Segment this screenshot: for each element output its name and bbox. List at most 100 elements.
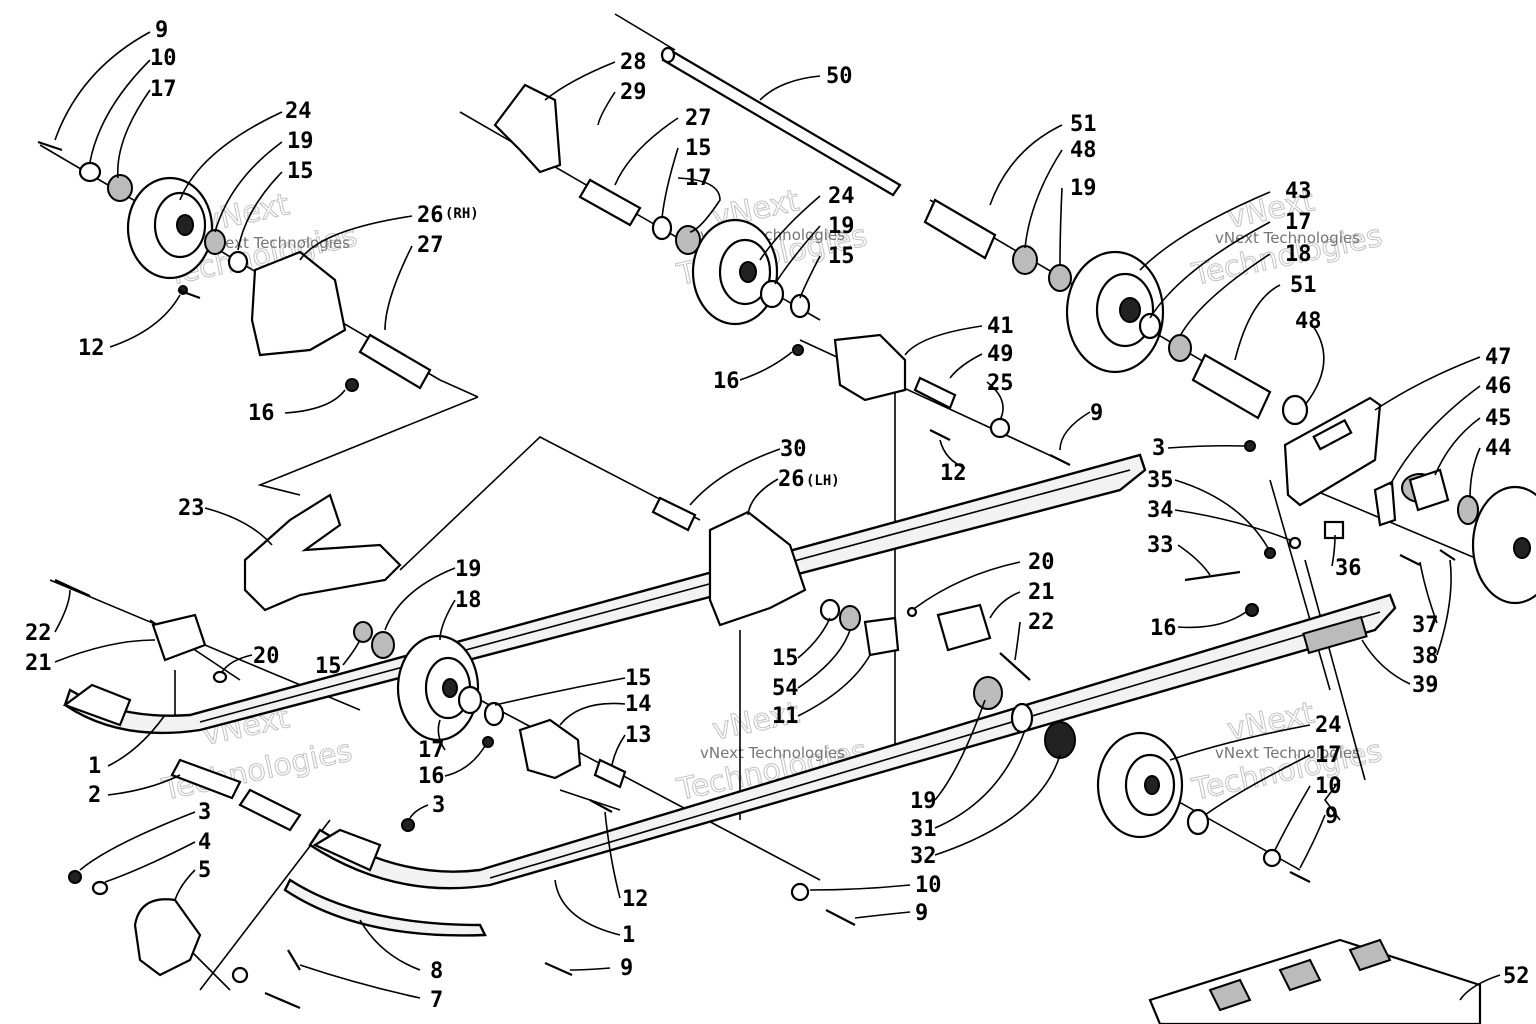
small-hardware: [68, 161, 1479, 984]
callout-9: 9: [620, 956, 633, 981]
callout-9: 9: [1325, 804, 1338, 829]
callout-22: 22: [25, 621, 52, 646]
bracket-41: [833, 333, 907, 402]
callout-16: 16: [248, 401, 275, 426]
callout-27: 27: [417, 233, 444, 258]
callout-15: 15: [287, 159, 314, 184]
callout-19: 19: [828, 214, 855, 239]
watermark-small: vNext Technologies: [205, 234, 350, 252]
callout-34: 34: [1147, 498, 1174, 523]
bolts: [37, 140, 1456, 1010]
callout-49: 49: [987, 342, 1014, 367]
plate-47: [1283, 396, 1382, 507]
bracket-26-lh: [708, 510, 807, 627]
callout-18: 18: [1285, 242, 1312, 267]
callout-10: 10: [150, 46, 177, 71]
callout-1: 1: [622, 923, 635, 948]
callout-13: 13: [625, 723, 652, 748]
callout-10: 10: [1315, 774, 1342, 799]
callout-7: 7: [430, 988, 443, 1013]
callout-39: 39: [1412, 673, 1439, 698]
bracket-28: [493, 83, 562, 174]
watermark-small: vNext Technologies: [700, 744, 845, 762]
callout-52: 52: [1503, 964, 1530, 989]
callout-38: 38: [1412, 644, 1439, 669]
callout-19: 19: [910, 789, 937, 814]
callout-23: 23: [178, 496, 205, 521]
callout-26-lh: 26: [778, 467, 805, 492]
idler-wheel-upper-left: [126, 176, 214, 280]
callout-19: 19: [287, 129, 314, 154]
watermark-small: vNext Technologies: [1215, 744, 1360, 762]
block-21-right: [936, 603, 992, 652]
callout-47: 47: [1485, 345, 1512, 370]
callout-14: 14: [625, 692, 652, 717]
callout-20: 20: [253, 644, 280, 669]
watermark-small: vNext Technologies: [1215, 229, 1360, 247]
brackets: [62, 83, 1482, 1024]
callout-1: 1: [88, 754, 101, 779]
callout-24: 24: [1315, 713, 1342, 738]
callout-20: 20: [1028, 550, 1055, 575]
callout-27: 27: [685, 106, 712, 131]
callout-2: 2: [88, 783, 101, 808]
hub-14: [518, 718, 582, 780]
rail-tip-lower: [312, 828, 382, 872]
callout-12: 12: [622, 887, 649, 912]
callout-24: 24: [828, 184, 855, 209]
callout-19: 19: [455, 557, 482, 582]
callout-30: 30: [780, 437, 807, 462]
idler-wheel-right-edge: [1471, 485, 1536, 605]
rail-end-slot: [1302, 615, 1368, 655]
callout-22: 22: [1028, 610, 1055, 635]
callout-24: 24: [285, 99, 312, 124]
callout-15: 15: [685, 136, 712, 161]
callout-3: 3: [432, 793, 445, 818]
callout-8: 8: [430, 959, 443, 984]
callout-21: 21: [1028, 580, 1055, 605]
callout-48: 48: [1295, 309, 1322, 334]
callout-5: 5: [198, 858, 211, 883]
block-21-left: [151, 613, 207, 662]
callout-19: 19: [1070, 176, 1097, 201]
callout-9: 9: [155, 18, 168, 43]
callout-9: 9: [915, 901, 928, 926]
callout-15: 15: [772, 646, 799, 671]
block-11: [863, 616, 900, 657]
callout-26-lh-suffix: (LH): [806, 473, 840, 489]
shaft-50: [660, 46, 902, 197]
callout-46: 46: [1485, 374, 1512, 399]
callout-41: 41: [987, 314, 1014, 339]
callout-50: 50: [826, 64, 853, 89]
clip-46: [1373, 480, 1397, 527]
callout-10: 10: [915, 873, 942, 898]
bumper-5: [133, 898, 202, 977]
callout-37: 37: [1412, 613, 1439, 638]
callout-4: 4: [198, 830, 211, 855]
leader-lines: [54, 31, 1501, 1001]
slide-rail-lower: [283, 593, 1397, 937]
callout-17: 17: [150, 77, 177, 102]
idler-wheel-upper-center: [691, 218, 779, 326]
callout-36: 36: [1335, 556, 1362, 581]
callout-17: 17: [685, 166, 712, 191]
callout-25: 25: [987, 371, 1014, 396]
rail-tip-upper: [62, 683, 132, 727]
callout-labels: 9 10 17 24 19 15 26 (RH) 27 12 16 28 29 …: [25, 18, 1530, 1013]
callout-15: 15: [315, 654, 342, 679]
callout-17: 17: [418, 738, 445, 763]
callout-3: 3: [1152, 436, 1165, 461]
idler-wheel-43: [1065, 250, 1165, 374]
callout-44: 44: [1485, 436, 1512, 461]
bracket-26-rh: [250, 250, 347, 357]
callout-16: 16: [713, 369, 740, 394]
callout-12: 12: [78, 336, 105, 361]
callout-3: 3: [198, 800, 211, 825]
callout-31: 31: [910, 817, 937, 842]
callout-54: 54: [772, 676, 799, 701]
idler-wheel-18: [396, 634, 480, 742]
callout-33: 33: [1147, 533, 1174, 558]
arm-23: [243, 493, 402, 612]
cap-45: [1408, 468, 1450, 512]
callout-51: 51: [1290, 273, 1317, 298]
